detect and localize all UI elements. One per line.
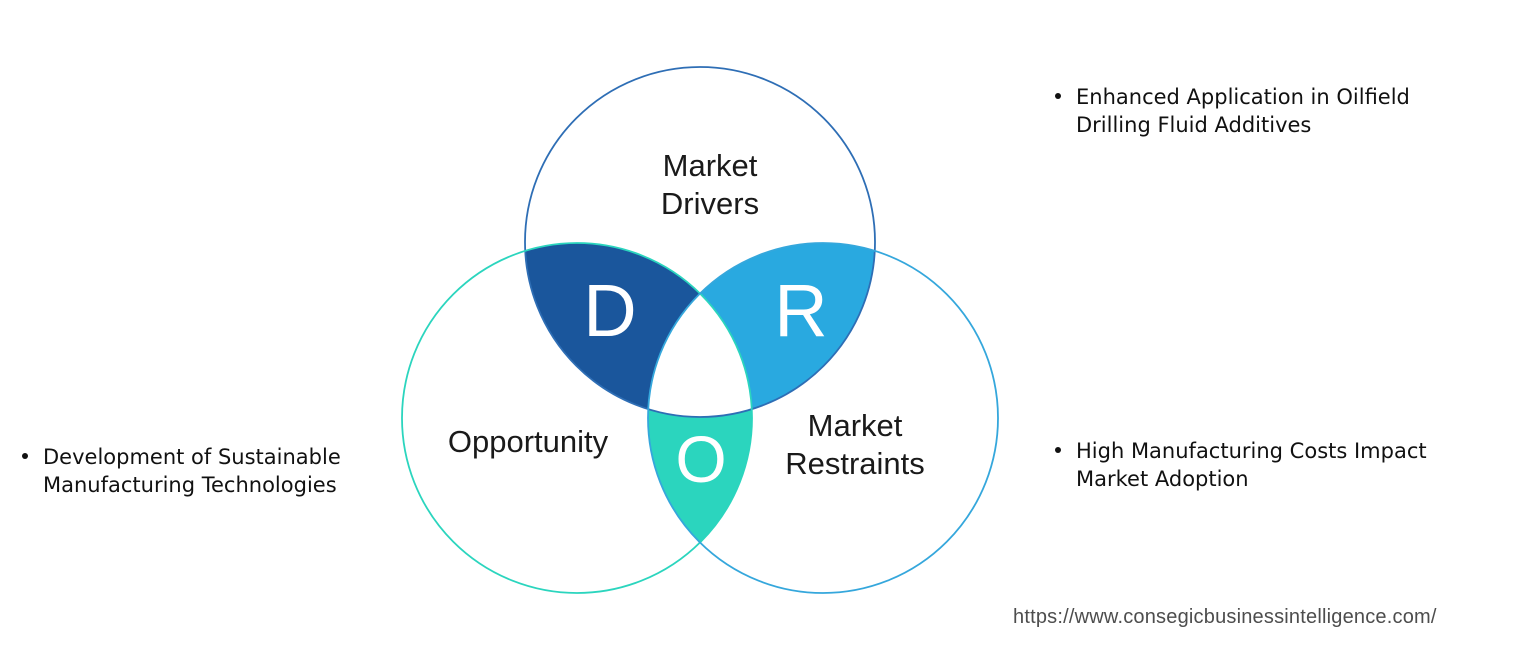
bullet-line2: Market Adoption xyxy=(1076,467,1249,491)
o-intersection-letter: O xyxy=(675,422,726,496)
bullet-item-driver: Enhanced Application in Oilfield Drillin… xyxy=(1055,83,1410,139)
d-intersection-letter: D xyxy=(583,269,636,352)
bullet-line2: Drilling Fluid Additives xyxy=(1076,113,1312,137)
restraints-label-line1: Market xyxy=(808,408,903,443)
drivers-circle-outline xyxy=(524,66,876,418)
bullet-line1: Development of Sustainable xyxy=(43,445,341,469)
bullet-line2: Manufacturing Technologies xyxy=(43,473,337,497)
drivers-restraints-intersection xyxy=(648,243,875,417)
bullet-icon xyxy=(1055,93,1061,99)
bullet-item-restraint: High Manufacturing Costs Impact Market A… xyxy=(1055,437,1427,493)
bullet-line1: High Manufacturing Costs Impact xyxy=(1076,439,1427,463)
bullet-text: High Manufacturing Costs Impact Market A… xyxy=(1076,437,1427,493)
bullet-line1: Enhanced Application in Oilfield xyxy=(1076,85,1410,109)
bullet-icon xyxy=(22,453,28,459)
opportunity-label: Opportunity xyxy=(448,424,609,459)
drivers-opportunity-intersection xyxy=(525,243,752,417)
r-intersection-letter: R xyxy=(774,269,827,352)
restraints-circle-outline xyxy=(647,242,999,594)
bullet-text: Development of Sustainable Manufacturing… xyxy=(43,443,341,499)
drivers-label-line1: Market xyxy=(663,148,758,183)
source-url: https://www.consegicbusinessintelligence… xyxy=(1013,606,1437,628)
drivers-label-line2: Drivers xyxy=(661,186,759,221)
bullet-item-opportunity: Development of Sustainable Manufacturing… xyxy=(22,443,341,499)
restraints-label-line2: Restraints xyxy=(785,446,925,481)
bullet-icon xyxy=(1055,447,1061,453)
opportunity-circle-outline xyxy=(401,242,753,594)
bullet-text: Enhanced Application in Oilfield Drillin… xyxy=(1076,83,1410,139)
